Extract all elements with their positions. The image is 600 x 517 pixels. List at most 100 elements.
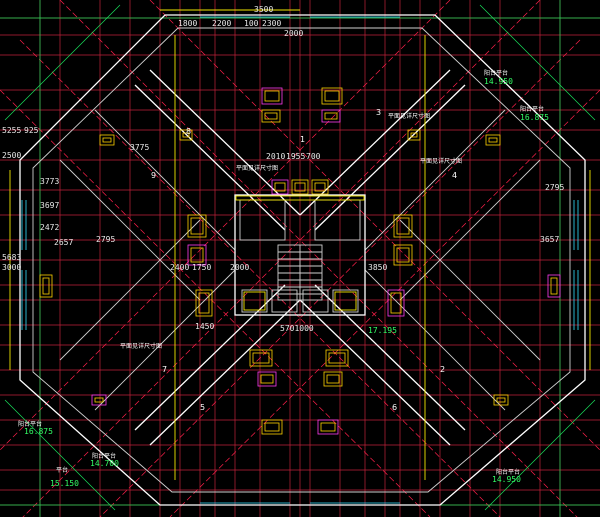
fixture-inner xyxy=(294,182,306,192)
dim-center-5: 1450 xyxy=(195,322,214,331)
dim-center-8: 2000 xyxy=(230,263,249,272)
fixture-inner xyxy=(94,397,104,403)
unit-number: 5 xyxy=(200,403,205,412)
central-core xyxy=(234,194,366,316)
fixture-block xyxy=(393,244,413,266)
plan-note: 平面见详尺寸图 xyxy=(388,112,430,120)
unit-number: 9 xyxy=(151,171,156,180)
fixture-inner xyxy=(324,90,340,102)
dim-top-1: 1800 xyxy=(178,19,197,28)
dim-center-3: 700 xyxy=(306,152,321,161)
top-dimensions: 1800 2200 100 2300 3500 2000 xyxy=(178,5,303,38)
fixture-inner xyxy=(390,292,402,314)
fixture-block xyxy=(179,129,193,141)
fixture-inner xyxy=(102,137,112,143)
fixture-inner xyxy=(314,182,326,192)
elevation-label: 16.875 xyxy=(24,427,53,436)
dimension-lines xyxy=(9,9,591,480)
dim-center-6: 1750 xyxy=(192,263,211,272)
fixture-block xyxy=(393,214,413,238)
unit-number: 6 xyxy=(392,403,397,412)
dim-right-2: 3657 xyxy=(540,235,559,244)
dim-center-2: 1955 xyxy=(286,152,305,161)
center-dimensions: 2010 1955 700 5701000 1450 1750 2400 200… xyxy=(170,152,387,333)
fixture-block xyxy=(321,109,341,123)
fixture-inner xyxy=(198,292,210,314)
fixture-block xyxy=(407,129,421,141)
fixture-block xyxy=(547,274,561,298)
unit-number: 7 xyxy=(162,365,167,374)
dim-top-6: 2000 xyxy=(284,29,303,38)
elevation-label: 15.150 xyxy=(50,479,79,488)
fixture-inner xyxy=(274,182,286,192)
fixture-block xyxy=(311,179,329,195)
fixture-inner xyxy=(190,247,204,263)
fixture-block xyxy=(261,109,281,123)
fixture-block xyxy=(195,289,213,317)
dim-left-9: 3000 xyxy=(2,263,21,272)
dim-center-1: 2010 xyxy=(266,152,285,161)
dim-left-3: 925 xyxy=(24,126,39,135)
fixture-block xyxy=(99,134,115,146)
plan-note: 平面见详尺寸图 xyxy=(420,157,462,165)
platform-label: 阳台平台 xyxy=(18,420,42,428)
fixture-inner xyxy=(264,422,280,432)
plan-note: 平面见详尺寸图 xyxy=(120,342,162,350)
dim-left-2: 2500 xyxy=(2,151,21,160)
elevation-label: 14.950 xyxy=(492,475,521,484)
fixture-block xyxy=(39,274,53,298)
unit-number: 4 xyxy=(452,171,457,180)
windows xyxy=(21,16,579,504)
fixture-block xyxy=(323,371,343,387)
fixture-inner xyxy=(320,422,336,432)
building-outline xyxy=(19,14,586,506)
fixture-inner xyxy=(182,132,190,138)
fixture-block xyxy=(261,87,283,105)
fixture-block xyxy=(271,179,289,195)
right-dimensions: 2795 3657 xyxy=(540,183,564,244)
elevation-label: 14.950 xyxy=(484,77,513,86)
plan-notes: 平面见详尺寸图 平面见详尺寸图 平面见详尺寸图 平面见详尺寸图 xyxy=(120,112,462,350)
platform-label: 阳台平台 xyxy=(92,452,116,460)
platform-label: 阳台平台 xyxy=(496,468,520,476)
fixture-inner xyxy=(396,217,410,235)
fixture-inner xyxy=(264,112,278,120)
unit-number: 2 xyxy=(440,365,445,374)
fixture-inner xyxy=(260,374,274,384)
fixture-block xyxy=(91,394,107,406)
fixture-block xyxy=(291,179,309,195)
dim-left-11: 2795 xyxy=(96,235,115,244)
elevation-marks: 16.875 15.150 14.700 14.950 17.195 16.87… xyxy=(24,77,549,488)
unit-number: 1 xyxy=(300,135,305,144)
fixture-block xyxy=(257,371,277,387)
fixture-block xyxy=(493,394,509,406)
fixture-inner xyxy=(190,217,204,235)
unit-numbers: 8 9 3 4 5 6 7 2 1 xyxy=(151,108,457,412)
unit-number: 8 xyxy=(186,127,191,136)
fixtures xyxy=(39,87,561,435)
fixture-inner xyxy=(264,90,280,102)
dim-left-8: 2657 xyxy=(54,238,73,247)
fixture-block xyxy=(187,244,207,266)
dim-top-4: 2300 xyxy=(262,19,281,28)
fixture-inner xyxy=(42,277,50,295)
fixture-inner xyxy=(324,112,338,120)
unit-number: 3 xyxy=(376,108,381,117)
fixture-inner xyxy=(410,132,418,138)
fixture-inner xyxy=(496,397,506,403)
dim-right-1: 2795 xyxy=(545,183,564,192)
fixture-inner xyxy=(252,352,270,364)
platform-labels: 阳台平台 阳台平台 阳台平台 阳台平台 平台 阳台平台 xyxy=(18,69,544,476)
fixture-block xyxy=(321,87,343,105)
dim-top-5: 3500 xyxy=(254,5,273,14)
platform-label: 阳台平台 xyxy=(520,105,544,113)
fixture-block xyxy=(261,419,283,435)
fixture-block xyxy=(325,349,349,367)
fixture-block xyxy=(187,214,207,238)
dim-left-7: 3775 xyxy=(130,143,149,152)
fixture-block xyxy=(317,419,339,435)
fixture-inner xyxy=(396,247,410,263)
